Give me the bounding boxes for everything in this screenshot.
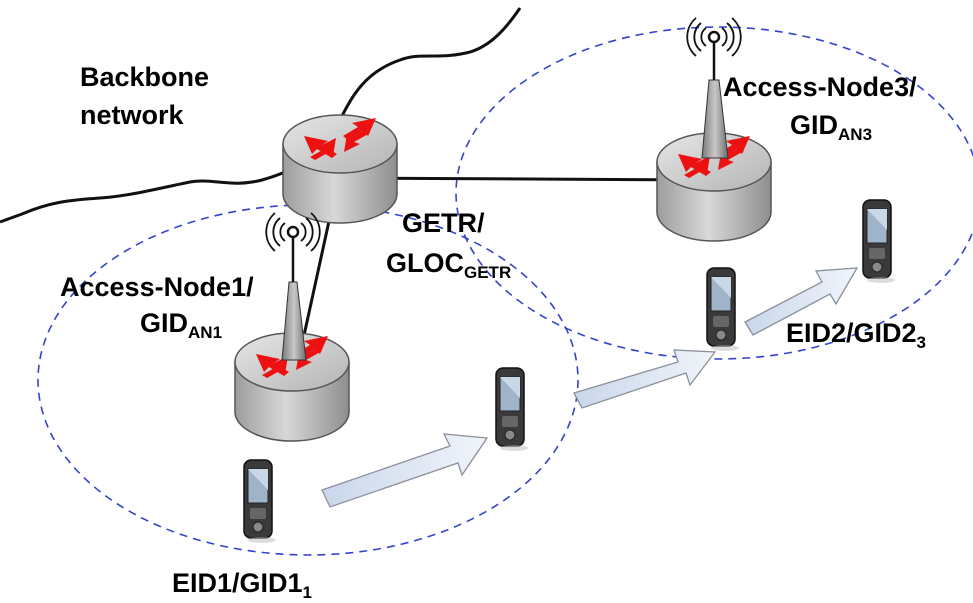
access-node1-label-line2: GIDAN1 bbox=[140, 308, 222, 342]
getr-label-line2: GLOCGETR bbox=[386, 248, 511, 282]
router-icon bbox=[282, 114, 398, 224]
eid2-label: EID2/GID23 bbox=[786, 318, 926, 352]
access-node1-label-line1: Access-Node1/ bbox=[60, 272, 254, 302]
getr-label-line1: GETR/ bbox=[402, 208, 485, 238]
coverage-area-an1 bbox=[37, 204, 579, 556]
backbone-label-line2: network bbox=[80, 100, 185, 130]
access-node3 bbox=[656, 17, 772, 242]
access-node3-label-line2: GIDAN3 bbox=[790, 110, 872, 144]
cloud-icon bbox=[0, 7, 522, 224]
antenna-icon bbox=[281, 281, 307, 361]
mobile-device-icon bbox=[243, 459, 277, 544]
mobile-device-icon bbox=[706, 267, 740, 352]
coverage-area-an3 bbox=[455, 26, 973, 360]
access-node3-label-line1: Access-Node3/ bbox=[723, 72, 917, 102]
access-node1 bbox=[234, 212, 350, 442]
mobile-device-icon bbox=[495, 367, 529, 452]
eid1-label: EID1/GID11 bbox=[172, 568, 312, 602]
movement-arrow-icon bbox=[321, 433, 489, 508]
backbone-label-line1: Backbone bbox=[80, 62, 209, 92]
antenna-icon bbox=[701, 79, 729, 159]
movement-arrow-icon bbox=[744, 267, 859, 336]
mobile-device-icon bbox=[862, 199, 896, 284]
link-getr-an3 bbox=[339, 176, 713, 182]
movement-arrow-icon bbox=[573, 349, 717, 409]
